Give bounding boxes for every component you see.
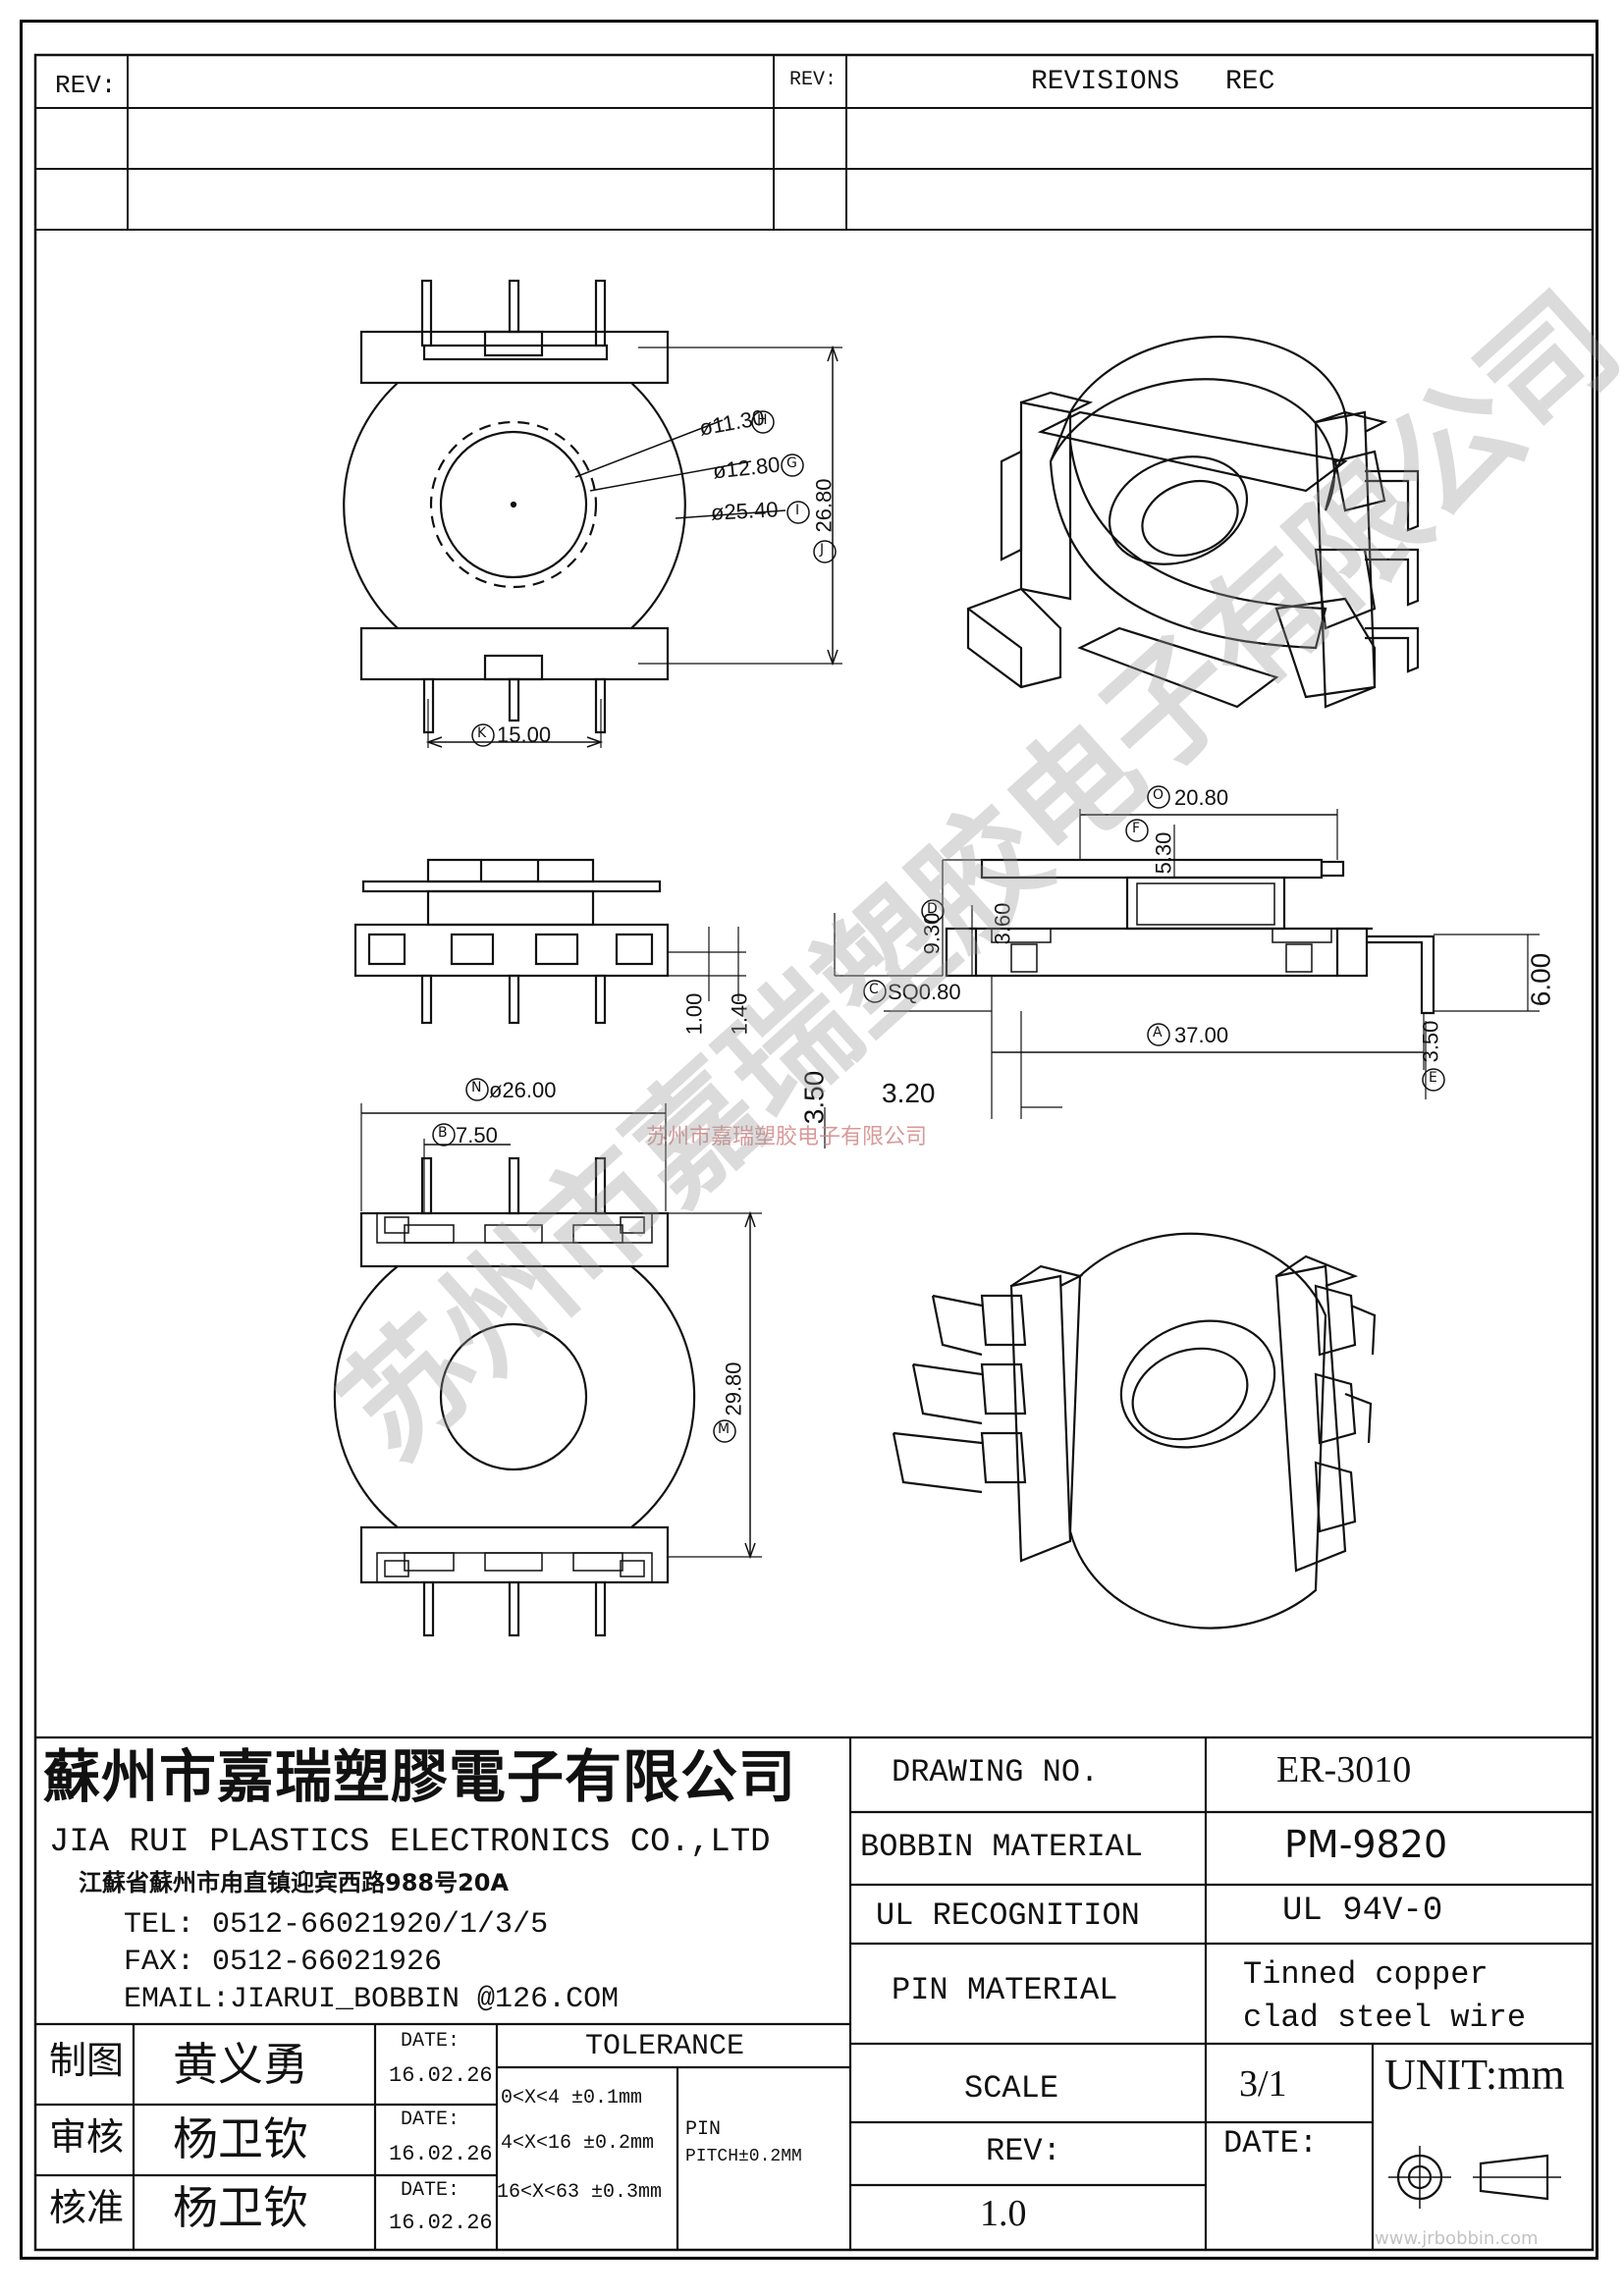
dim-6-00: 6.00	[1525, 952, 1556, 1007]
signoff-name-drawn: 黄义勇	[173, 2038, 308, 2091]
dim-d-f: 5.30	[1151, 831, 1176, 875]
title-block-lines	[35, 1735, 1593, 2250]
top-view	[343, 279, 842, 748]
dim-d-o: 20.80	[1174, 785, 1229, 810]
dim-d-i: ø25.40	[710, 497, 780, 525]
tolerance-title: TOLERANCE	[585, 2030, 745, 2063]
revisions-label: REVISIONS	[1031, 67, 1180, 97]
marker-j: J	[820, 542, 825, 558]
taper-symbol-icon	[1473, 2154, 1561, 2201]
marker-e: E	[1429, 1070, 1437, 1086]
signoff-date-approved: 16.02.26	[389, 2211, 493, 2235]
ul-recognition-value: UL 94V-0	[1282, 1893, 1443, 1930]
watermark-small: 苏州市嘉瑞塑胶电子有限公司	[646, 1125, 928, 1149]
company-name-en: JIA RUI PLASTICS ELECTRONICS CO.,LTD	[49, 1824, 771, 1861]
watermark-url: www.jrbobbin.com	[1375, 2228, 1539, 2249]
dim-3-50-right: 3.50	[1418, 1020, 1443, 1063]
drawing-no-value: ER-3010	[1276, 1749, 1412, 1790]
marker-b: B	[438, 1125, 448, 1141]
dim-d-j: 26.80	[811, 478, 837, 533]
marker-a: A	[1153, 1025, 1163, 1041]
bobbin-material-value: PM-9820	[1284, 1823, 1448, 1866]
marker-k: K	[477, 725, 487, 741]
signoff-name-checked: 杨卫钦	[173, 2112, 308, 2165]
side-view	[353, 858, 746, 1025]
date-label: DATE:	[1223, 2125, 1319, 2162]
tolerance-row-3: 16<X<63 ±0.3mm	[497, 2181, 663, 2204]
company-tel: TEL: 0512-66021920/1/3/5	[124, 1908, 549, 1942]
company-email: EMAIL:JIARUI_BOBBIN @126.COM	[124, 1983, 620, 2016]
tolerance-pin-label: PIN	[685, 2118, 722, 2141]
signoff-date-checked: 16.02.26	[389, 2142, 493, 2166]
marker-o: O	[1153, 787, 1164, 803]
isometric-view-bottom	[892, 1232, 1377, 1629]
dim-d-c: SQ0.80	[888, 980, 961, 1004]
marker-h: H	[757, 412, 768, 428]
scale-label: SCALE	[964, 2070, 1059, 2107]
rev-label-left: REV:	[55, 71, 117, 100]
concentricity-symbol-icon	[1394, 2152, 1445, 2203]
dim-29-80: 29.80	[721, 1362, 746, 1416]
pin-material-line-2: clad steel wire	[1243, 2000, 1527, 2036]
company-address: 江蘇省蘇州市甪直镇迎宾西路988号20A	[79, 1869, 510, 1896]
rec-label: REC	[1225, 67, 1275, 97]
signoff-date-drawn: 16.02.26	[389, 2063, 493, 2088]
signoff-role-checked: 审核	[49, 2115, 125, 2159]
bottom-view	[333, 1103, 762, 1637]
isometric-view-top	[966, 335, 1420, 709]
tolerance-pin-value: PITCH±0.2MM	[685, 2147, 802, 2166]
front-section-view	[824, 809, 1540, 1148]
drawing-border-inner	[33, 53, 1595, 2252]
dimension-markers	[432, 410, 1445, 1443]
marker-c: C	[869, 982, 879, 997]
tolerance-row-1: 0<X<4 ±0.1mm	[501, 2087, 643, 2109]
company-name-cn: 蘇州市嘉瑞塑膠電子有限公司	[43, 1745, 797, 1809]
rev-label: REV:	[986, 2133, 1061, 2169]
dim-d-a: 37.00	[1174, 1023, 1229, 1047]
signoff-role-approved: 核准	[49, 2186, 125, 2229]
dim-d-k: 15.00	[497, 722, 552, 747]
marker-g: G	[786, 455, 797, 471]
unit-label: UNIT:mm	[1384, 2051, 1565, 2099]
signoff-role-drawn: 制图	[49, 2039, 125, 2082]
dim-d-n: ø26.00	[489, 1078, 557, 1102]
marker-d: D	[927, 901, 938, 917]
drawing-no-label: DRAWING NO.	[892, 1754, 1100, 1790]
pin-material-line-1: Tinned copper	[1243, 1956, 1489, 1993]
pin-material-label: PIN MATERIAL	[892, 1972, 1118, 2008]
rev-value: 1.0	[980, 2193, 1027, 2234]
signoff-date-label-approved: DATE:	[401, 2179, 460, 2202]
company-fax: FAX: 0512-66021926	[124, 1946, 443, 1979]
dim-3-20: 3.20	[882, 1078, 936, 1108]
tolerance-row-2: 4<X<16 ±0.2mm	[501, 2132, 655, 2155]
signoff-date-label-drawn: DATE:	[401, 2030, 460, 2053]
scale-value: 3/1	[1239, 2063, 1287, 2105]
dim-d-b: 7.50	[456, 1123, 498, 1148]
rev-label-mid: REV:	[789, 69, 838, 91]
marker-f: F	[1132, 821, 1141, 836]
signoff-date-label-checked: DATE:	[401, 2109, 460, 2131]
marker-n: N	[471, 1080, 482, 1095]
ul-recognition-label: UL RECOGNITION	[876, 1897, 1140, 1934]
drawing-border-outer	[20, 20, 1598, 2260]
signoff-name-approved: 杨卫钦	[173, 2181, 308, 2234]
bobbin-material-label: BOBBIN MATERIAL	[860, 1829, 1144, 1865]
marker-i: I	[795, 503, 800, 518]
marker-m: M	[718, 1421, 731, 1437]
